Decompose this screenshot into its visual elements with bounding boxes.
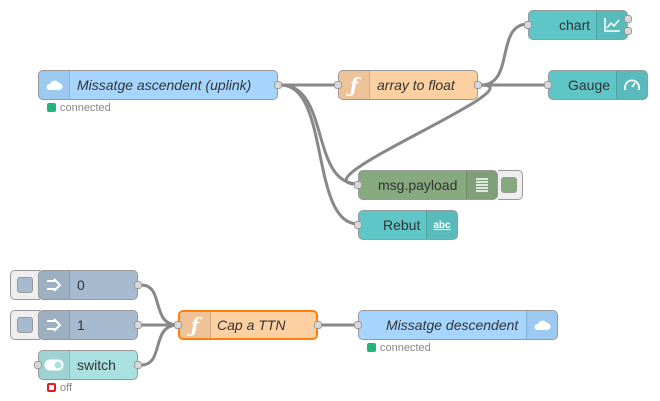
node-label: 0 (77, 277, 85, 293)
status-text: connected (60, 102, 111, 114)
input-port[interactable] (34, 361, 42, 369)
cap-a-ttn-node[interactable]: ƒ Cap a TTN (174, 310, 322, 340)
node-label: Missatge ascendent (uplink) (77, 77, 252, 93)
cloud-icon (526, 311, 557, 339)
input-port[interactable] (354, 181, 362, 189)
inject-0-node[interactable]: 0 (38, 270, 142, 300)
debug-toggle-indicator (501, 177, 517, 193)
inject-1-button[interactable] (10, 310, 40, 340)
wire-inject0-to-cap[interactable] (140, 283, 179, 327)
abc-text-icon: abc (426, 211, 457, 239)
node-label: Rebut (383, 217, 421, 233)
debug-node[interactable]: msg.payload (354, 170, 498, 200)
input-port[interactable] (544, 81, 552, 89)
inject-0-button[interactable] (10, 270, 40, 300)
cloud-icon (39, 71, 70, 99)
output-port[interactable] (314, 321, 322, 329)
inject-arrow-icon (39, 311, 70, 339)
output-port[interactable] (474, 81, 482, 89)
output-port[interactable] (134, 281, 142, 289)
output-port[interactable] (134, 321, 142, 329)
debug-list-icon (466, 171, 497, 199)
function-icon: ƒ (339, 71, 370, 99)
wire-array-to-debug[interactable] (345, 83, 492, 186)
input-port[interactable] (354, 321, 362, 329)
output-port[interactable] (274, 81, 282, 89)
node-label: Missatge descendent (386, 317, 519, 333)
switch-node[interactable]: switch (34, 350, 142, 380)
input-port[interactable] (174, 321, 182, 329)
wire-array-to-chart[interactable] (480, 22, 529, 87)
inject-button-indicator (17, 277, 33, 293)
output-port-1[interactable] (624, 15, 632, 23)
toggle-icon (39, 351, 70, 379)
input-port[interactable] (524, 21, 532, 29)
gauge-icon (616, 71, 647, 99)
gauge-node[interactable]: Gauge (544, 70, 648, 100)
chart-icon (596, 11, 627, 39)
node-label: Gauge (568, 77, 611, 93)
mqtt-out-node[interactable]: Missatge descendent (354, 310, 558, 340)
node-label: 1 (77, 317, 85, 333)
mqtt-in-node[interactable]: Missatge ascendent (uplink) (38, 70, 282, 100)
array-to-float-node[interactable]: ƒ array to float (334, 70, 482, 100)
node-label: switch (77, 357, 116, 373)
output-port[interactable] (134, 361, 142, 369)
input-port[interactable] (334, 81, 342, 89)
status-dot (367, 343, 376, 352)
input-port[interactable] (354, 221, 362, 229)
inject-arrow-icon (39, 271, 70, 299)
wire-uplink-to-rebut[interactable] (280, 83, 359, 226)
node-label: chart (559, 17, 591, 33)
rebut-node[interactable]: Rebut abc (354, 210, 458, 240)
output-port-2[interactable] (624, 27, 632, 35)
chart-node[interactable]: chart (524, 10, 632, 40)
status-text: connected (380, 342, 431, 354)
inject-1-node[interactable]: 1 (38, 310, 142, 340)
wire-switch-to-cap[interactable] (140, 323, 179, 367)
inject-button-indicator (17, 317, 33, 333)
node-label: msg.payload (378, 177, 458, 193)
status-text: off (60, 382, 73, 394)
debug-toggle-button[interactable] (498, 170, 523, 200)
status-dot (47, 103, 56, 112)
status-dot (47, 383, 56, 392)
node-label: array to float (377, 77, 455, 93)
node-label: Cap a TTN (217, 317, 286, 333)
function-icon: ƒ (180, 312, 211, 338)
